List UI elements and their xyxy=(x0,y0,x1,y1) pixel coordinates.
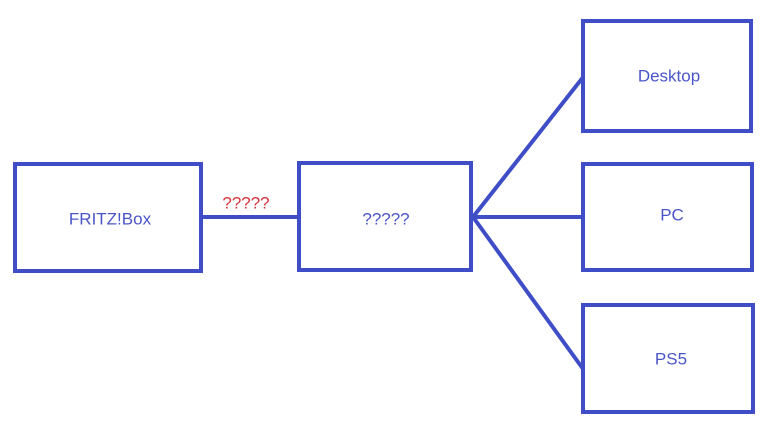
link-unknown-to-ps5 xyxy=(471,215,588,375)
unknown-device-box xyxy=(297,161,473,272)
router-label: FRITZ!Box xyxy=(69,209,152,228)
connectors xyxy=(199,74,588,375)
desktop-label: Desktop xyxy=(638,66,700,85)
link-label: ????? xyxy=(222,193,269,212)
node-boxes xyxy=(13,19,755,414)
router-box xyxy=(13,162,203,273)
pc-box xyxy=(581,162,754,272)
link-unknown-to-desktop xyxy=(471,74,586,219)
pc-label: PC xyxy=(660,205,684,224)
desktop-box xyxy=(581,19,753,133)
unknown-device-label: ????? xyxy=(362,209,409,228)
ps5-label: PS5 xyxy=(655,349,687,368)
ps5-box xyxy=(581,303,755,414)
